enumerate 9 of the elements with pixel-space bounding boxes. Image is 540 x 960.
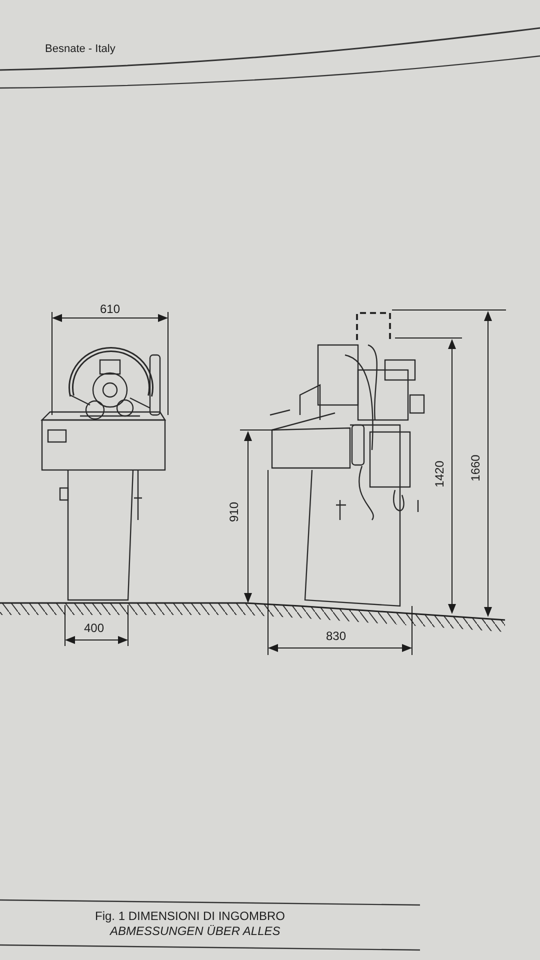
dimension-label: 400	[84, 622, 104, 634]
dimension-label: 910	[228, 502, 240, 522]
caption-text: ABMESSUNGEN ÜBER ALLES	[110, 925, 280, 937]
dimension-label: 610	[100, 303, 120, 315]
caption-text: Fig. 1 DIMENSIONI DI INGOMBRO	[95, 910, 286, 922]
dimension-label: 1420	[433, 460, 446, 488]
dimension-label: 1660	[469, 454, 482, 482]
address-text: Besnate - Italy	[45, 44, 116, 55]
dimension-label: 830	[326, 630, 346, 642]
